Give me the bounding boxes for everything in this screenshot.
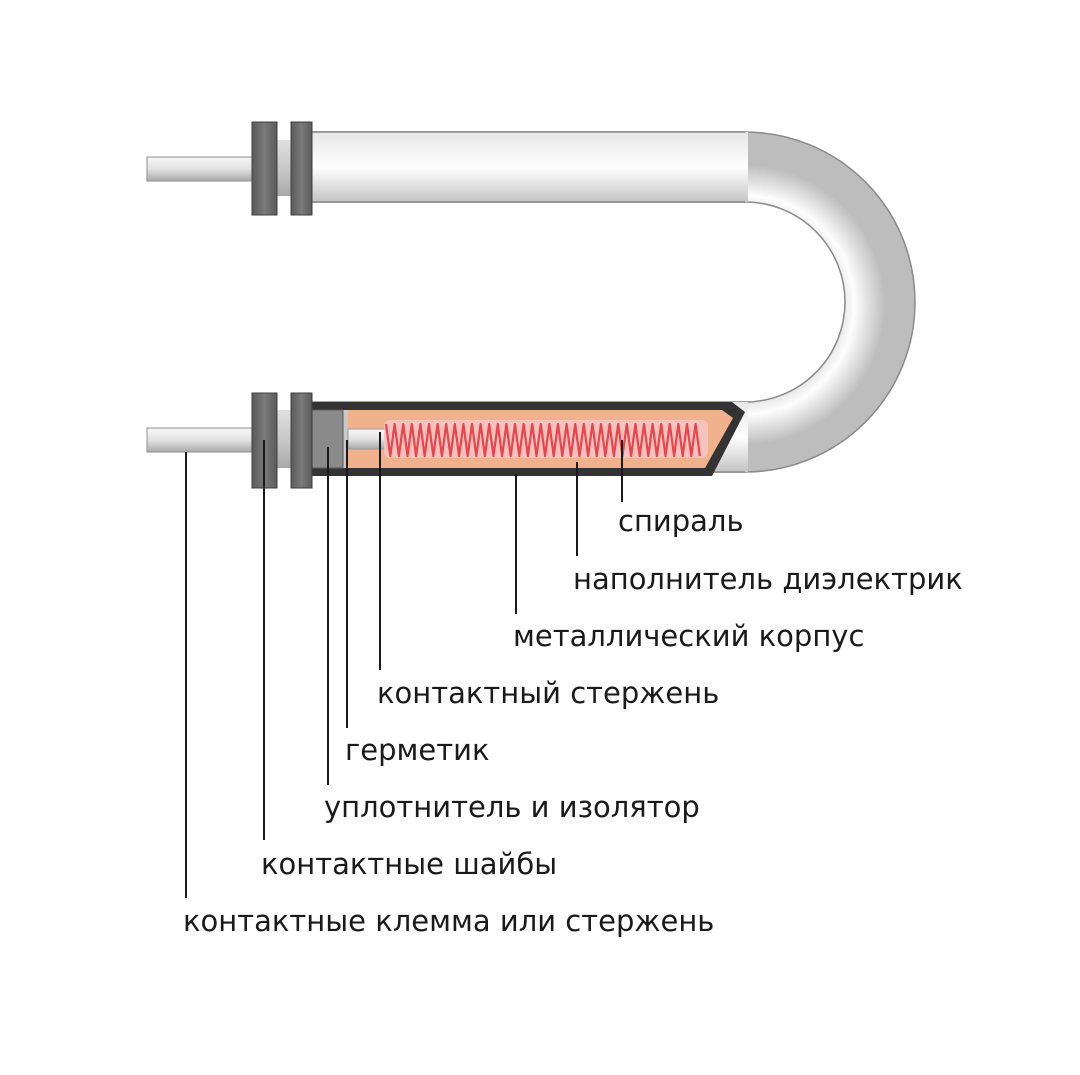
label-filler: наполнитель диэлектрик [573, 562, 963, 596]
label-terminal: контактные клемма или стержень [183, 904, 714, 938]
top-washer-2 [290, 121, 313, 216]
tube-top-section [312, 132, 748, 202]
leader-lines [185, 432, 623, 898]
bottom-washer-2 [290, 392, 313, 489]
label-contact-rod: контактный стержень [377, 676, 719, 710]
sealant [342, 410, 348, 468]
bottom-terminal-assembly [146, 392, 313, 489]
label-spiral: спираль [618, 504, 744, 538]
bottom-terminal-rod [146, 427, 256, 453]
cutaway-section [310, 402, 745, 476]
label-insulator: уплотнитель и изолятор [324, 790, 700, 824]
label-washers: контактные шайбы [261, 847, 557, 881]
top-terminal-rod [146, 156, 256, 182]
top-washer-spacer [276, 140, 293, 196]
bottom-washer-spacer [276, 410, 293, 468]
top-washer-1 [251, 121, 278, 216]
label-body: металлический корпус [513, 619, 864, 653]
label-sealant: герметик [345, 733, 489, 767]
labels: спираль наполнитель диэлектрик металличе… [183, 504, 963, 938]
spiral-coil [384, 422, 701, 458]
top-terminal-assembly [146, 121, 313, 216]
